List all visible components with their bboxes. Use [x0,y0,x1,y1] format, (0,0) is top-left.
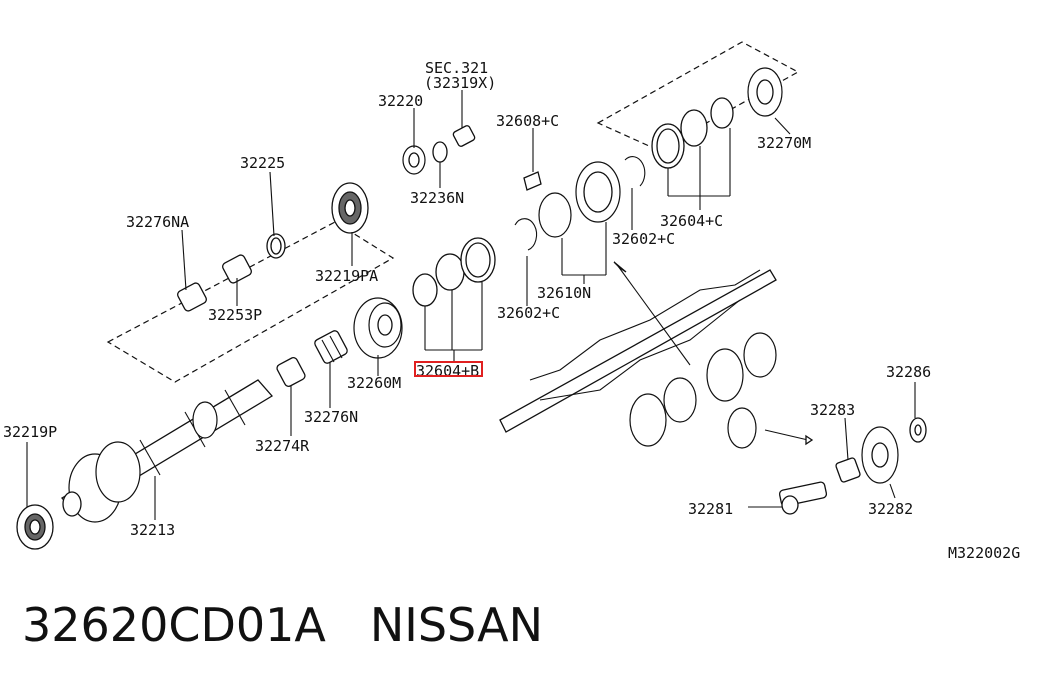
brand-name: NISSAN [369,598,543,652]
gear-32270m [747,67,783,117]
label-32604b: 32604+B [416,362,479,380]
gear-32220 [402,145,426,175]
rings-32604b [412,237,496,307]
label-32283: 32283 [810,401,855,419]
synchro-32610n [538,161,621,238]
washer-32286 [909,417,927,443]
collar-32253p [222,254,252,284]
key-32608c [523,171,542,191]
caption: 32620CD01A NISSAN [22,598,587,652]
main-shaft [60,379,274,523]
transmission-exploded-diagram: SEC.321 (32319X) 32220 32608+C 32225 322… [3,41,1020,562]
label-32281: 32281 [688,500,733,518]
shaft-32281 [778,481,828,515]
label-32220: 32220 [378,92,423,110]
label-32610n: 32610N [537,284,591,302]
highlight-box [414,361,483,377]
assembled-shaft [499,261,814,449]
label-32274r: 32274R [255,437,310,455]
part-number: 32620CD01A [22,598,326,652]
needle-bearing-32276n [314,330,348,364]
bearing-32219pa [331,182,369,234]
label-32260m: 32260M [347,374,401,392]
label-32282: 32282 [868,500,913,518]
bush-32274r [276,357,306,387]
label-32602c-upper: 32602+C [612,230,675,248]
label-32253p: 32253P [208,306,262,324]
bearing-32319x [452,125,476,147]
rings-32604c [651,97,734,169]
label-32319x: (32319X) [424,74,496,92]
bearing-32219p [16,504,54,550]
gear-32260m [353,297,403,359]
ring-32225 [266,233,286,259]
lower-assembly-box [106,221,395,383]
leader-lines [26,90,916,520]
label-32219p: 32219P [3,423,57,441]
label-32608c: 32608+C [496,112,559,130]
label-32602c-lower: 32602+C [497,304,560,322]
label-figure-code: M322002G [948,544,1020,562]
bearing-32283 [835,457,861,483]
label-32236n: 32236N [410,189,464,207]
label-32604c: 32604+C [660,212,723,230]
label-32219pa: 32219PA [315,267,378,285]
needle-bearing-32276na [177,282,207,312]
label-32270m: 32270M [757,134,811,152]
snap-ring-32236n [432,141,448,163]
snap-ring-32602c [514,156,646,251]
label-32276n: 32276N [304,408,358,426]
upper-assembly-box [596,41,800,151]
label-32286: 32286 [886,363,931,381]
gear-32282 [861,426,899,484]
label-32276na: 32276NA [126,213,189,231]
label-sec-321: SEC.321 [425,59,488,77]
label-32213: 32213 [130,521,175,539]
label-32225: 32225 [240,154,285,172]
